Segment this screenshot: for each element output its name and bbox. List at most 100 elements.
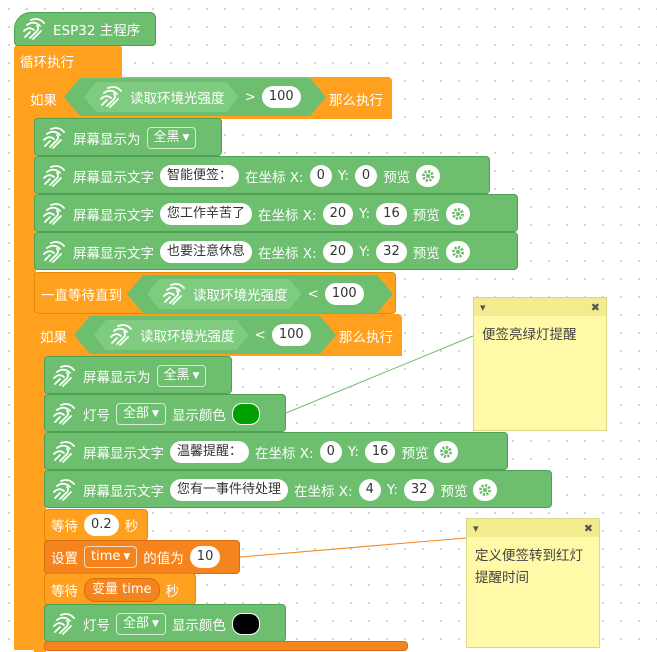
hat-title: ESP32 主程序 [53, 23, 141, 39]
if2-condition[interactable]: 读取环境光强度 < 100 [74, 316, 336, 354]
wait-label: 等待 [51, 584, 78, 600]
screen-text-block-2[interactable]: 屏幕显示文字 您工作辛苦了 在坐标 X: 20 Y: 16 预览 [34, 194, 518, 232]
variable-reporter[interactable]: 变量 time [84, 578, 160, 602]
screen-mode-dropdown[interactable]: 全黑▼ [156, 365, 207, 387]
color-swatch[interactable] [231, 613, 260, 635]
gear-icon[interactable] [445, 241, 470, 263]
comment-note-1[interactable]: ▾ ✖ 便签亮绿灯提醒 [473, 297, 607, 431]
loop-block[interactable] [14, 45, 122, 77]
text-input[interactable]: 也要注意休息 [160, 241, 253, 263]
screen-show-label: 屏幕显示为 [73, 132, 141, 148]
led-label: 灯号 [83, 408, 110, 424]
screen-text-label: 屏幕显示文字 [73, 170, 154, 186]
color-swatch[interactable] [231, 403, 260, 425]
preview-label: 预览 [412, 246, 440, 262]
gear-icon[interactable] [416, 165, 441, 187]
screen-show-block-1[interactable]: 屏幕显示为 全黑▼ [34, 118, 222, 156]
wait-block-1[interactable]: 等待 0.2 秒 [44, 509, 148, 541]
wait-until-sensor-label: 读取环境光强度 [193, 288, 288, 304]
gear-icon[interactable] [434, 441, 459, 463]
y-label: Y: [359, 244, 371, 260]
chevron-down-icon: ▼ [123, 552, 131, 562]
main-hat-block[interactable]: ESP32 主程序 [14, 12, 156, 46]
collapse-icon[interactable]: ▾ [473, 521, 479, 535]
wait-until-condition[interactable]: 读取环境光强度 < 100 [127, 275, 393, 313]
close-icon[interactable]: ✖ [583, 521, 593, 535]
show-color-label: 显示颜色 [171, 408, 226, 424]
note-header[interactable]: ▾ ✖ [467, 519, 599, 537]
if1-then-row: 那么执行 [329, 89, 383, 109]
text-input[interactable]: 您工作辛苦了 [160, 203, 253, 225]
chevron-down-icon: ▼ [182, 133, 190, 143]
wait-until-value[interactable]: 100 [325, 283, 364, 305]
chevron-down-icon: ▼ [192, 371, 200, 381]
led-select-value: 全部 [123, 406, 150, 421]
x-input[interactable]: 20 [322, 241, 354, 263]
note-text[interactable]: 便签亮绿灯提醒 [482, 327, 577, 343]
screen-text-block-1[interactable]: 屏幕显示文字 智能便签： 在坐标 X: 0 Y: 0 预览 [34, 156, 490, 194]
wait-until-label: 一直等待直到 [41, 288, 122, 304]
at-coord-label: 在坐标 X: [258, 208, 317, 224]
wait-until-sensor-block[interactable]: 读取环境光强度 [147, 279, 302, 309]
wait-unit: 秒 [165, 584, 180, 600]
y-label: Y: [337, 168, 349, 184]
if2-then: 那么执行 [339, 330, 393, 346]
y-input[interactable]: 16 [364, 441, 396, 463]
if1-label: 如果 [30, 93, 57, 109]
wait-label: 等待 [51, 519, 78, 535]
screen-show-block-2[interactable]: 屏幕显示为 全黑▼ [44, 356, 232, 394]
screen-text-block-4[interactable]: 屏幕显示文字 温馨提醒： 在坐标 X: 0 Y: 16 预览 [44, 432, 508, 470]
chevron-down-icon: ▼ [152, 619, 159, 629]
screen-text-block-3[interactable]: 屏幕显示文字 也要注意休息 在坐标 X: 20 Y: 32 预览 [34, 232, 518, 270]
y-input[interactable]: 32 [376, 241, 407, 263]
led-select-dropdown[interactable]: 全部▼ [116, 613, 166, 635]
y-input[interactable]: 32 [403, 479, 435, 501]
if2-sensor-block[interactable]: 读取环境光强度 [94, 320, 249, 350]
collapse-icon[interactable]: ▾ [480, 300, 486, 314]
loop-label: 循环执行 [20, 55, 74, 71]
if2-label: 如果 [40, 330, 67, 346]
wait-block-2[interactable]: 等待 变量 time 秒 [44, 573, 196, 605]
if1-condition[interactable]: 读取环境光强度 > 100 [64, 78, 326, 116]
text-input[interactable]: 您有一事件待处理 [170, 479, 289, 501]
y-input[interactable]: 0 [354, 165, 378, 187]
text-input[interactable]: 智能便签： [160, 165, 240, 187]
screen-mode-value: 全黑 [153, 130, 180, 145]
comment-note-2[interactable]: ▾ ✖ 定义便签转到红灯提醒时间 [466, 518, 600, 648]
preview-label: 预览 [412, 208, 440, 224]
screen-mode-dropdown[interactable]: 全黑▼ [146, 127, 197, 149]
if1-value[interactable]: 100 [262, 86, 301, 108]
x-input[interactable]: 0 [309, 165, 332, 187]
text-input[interactable]: 温馨提醒： [170, 441, 250, 463]
x-input[interactable]: 0 [319, 441, 342, 463]
gear-icon[interactable] [445, 203, 470, 225]
screen-text-label: 屏幕显示文字 [83, 446, 164, 462]
if2-value[interactable]: 100 [272, 324, 311, 346]
led-select-dropdown[interactable]: 全部▼ [116, 403, 166, 425]
x-input[interactable]: 4 [358, 479, 381, 501]
y-input[interactable]: 16 [376, 203, 407, 225]
close-icon[interactable]: ✖ [590, 300, 600, 314]
led-color-block-2[interactable]: 灯号 全部▼ 显示颜色 [44, 604, 286, 642]
set-value-input[interactable]: 10 [189, 546, 221, 568]
wait-value[interactable]: 0.2 [84, 514, 119, 536]
gear-icon[interactable] [473, 479, 498, 501]
led-label: 灯号 [83, 618, 110, 634]
screen-text-block-5[interactable]: 屏幕显示文字 您有一事件待处理 在坐标 X: 4 Y: 32 预览 [44, 470, 552, 508]
set-label: 设置 [51, 551, 78, 567]
y-label: Y: [347, 444, 359, 460]
if1-then: 那么执行 [329, 93, 383, 109]
note-header[interactable]: ▾ ✖ [474, 298, 606, 316]
y-label: Y: [386, 482, 398, 498]
x-input[interactable]: 20 [322, 203, 354, 225]
if-block-2-arm [34, 352, 46, 652]
screen-mode-value: 全黑 [163, 368, 190, 383]
preview-label: 预览 [401, 446, 429, 462]
if1-sensor-block[interactable]: 读取环境光强度 [84, 82, 239, 112]
note-text[interactable]: 定义便签转到红灯提醒时间 [475, 548, 583, 586]
variable-dropdown[interactable]: time▼ [84, 546, 138, 568]
wait-until-block[interactable]: 一直等待直到 读取环境光强度 < 100 [34, 272, 396, 314]
if2-sensor-label: 读取环境光强度 [140, 329, 235, 345]
led-color-block-1[interactable]: 灯号 全部▼ 显示颜色 [44, 394, 286, 432]
at-coord-label: 在坐标 X: [255, 446, 314, 462]
